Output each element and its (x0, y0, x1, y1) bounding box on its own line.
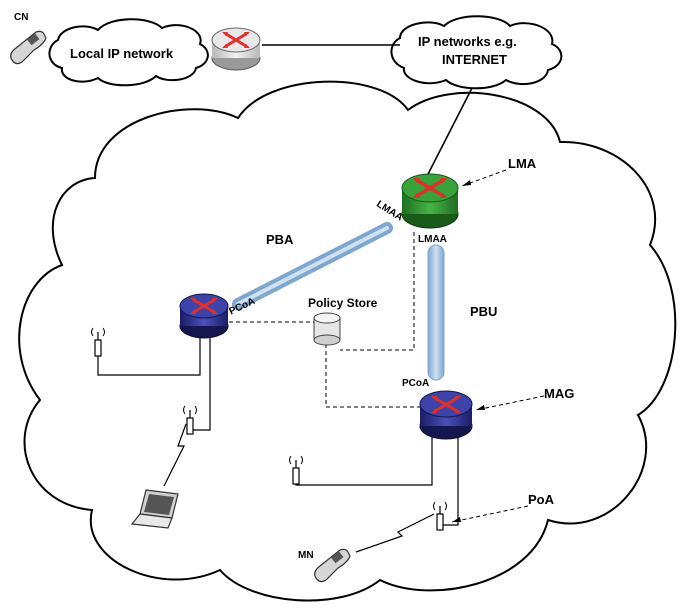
link-mag-antenna-poa (442, 435, 459, 526)
proxy-mobile-domain-cloud (18, 80, 677, 602)
internet-label: INTERNET (442, 52, 507, 67)
internet-cloud (390, 15, 563, 90)
cn-label: CN (14, 12, 28, 23)
policy-store-label: Policy Store (308, 296, 378, 310)
mn-phone-icon (314, 548, 351, 583)
ip-networks-label: IP networks e.g. (418, 34, 517, 49)
link-left-router-antenna-2 (193, 335, 211, 431)
lmaa-router-label: LMAA (418, 234, 447, 245)
mn-label: MN (298, 550, 314, 561)
poa-pointer-arrow (451, 505, 529, 523)
poa-label: PoA (528, 492, 555, 507)
antenna-icon (289, 455, 303, 485)
pcoa-mag-label: PCoA (402, 378, 429, 389)
policy-store-icon (313, 312, 341, 346)
mag-router-icon (419, 390, 473, 440)
pbu-tunnel (427, 244, 445, 381)
pba-tunnel-highlight (236, 226, 389, 306)
pba-label: PBA (266, 232, 294, 247)
left-access-router-icon (179, 293, 229, 339)
antenna-icon (183, 405, 197, 435)
cn-phone-icon (10, 30, 47, 65)
laptop-icon (130, 489, 179, 529)
link-left-router-antenna (97, 335, 201, 376)
lma-label: LMA (508, 156, 537, 171)
poa-antenna-icon (433, 501, 447, 531)
dashed-policy-store-mag (325, 344, 420, 408)
local-ip-network-label: Local IP network (70, 46, 174, 61)
mag-pointer-arrow (475, 395, 545, 411)
wireless-link-laptop (163, 423, 187, 487)
local-ip-network-cloud (48, 18, 209, 87)
wireless-link-mn (355, 513, 435, 553)
lma-router-icon (401, 173, 459, 229)
antenna-icon (91, 327, 105, 357)
link-internet-lma (423, 87, 473, 183)
local-router-icon (211, 27, 261, 71)
mag-label: MAG (544, 386, 574, 401)
pbu-label: PBU (470, 304, 497, 319)
lma-pointer-arrow (461, 169, 507, 187)
